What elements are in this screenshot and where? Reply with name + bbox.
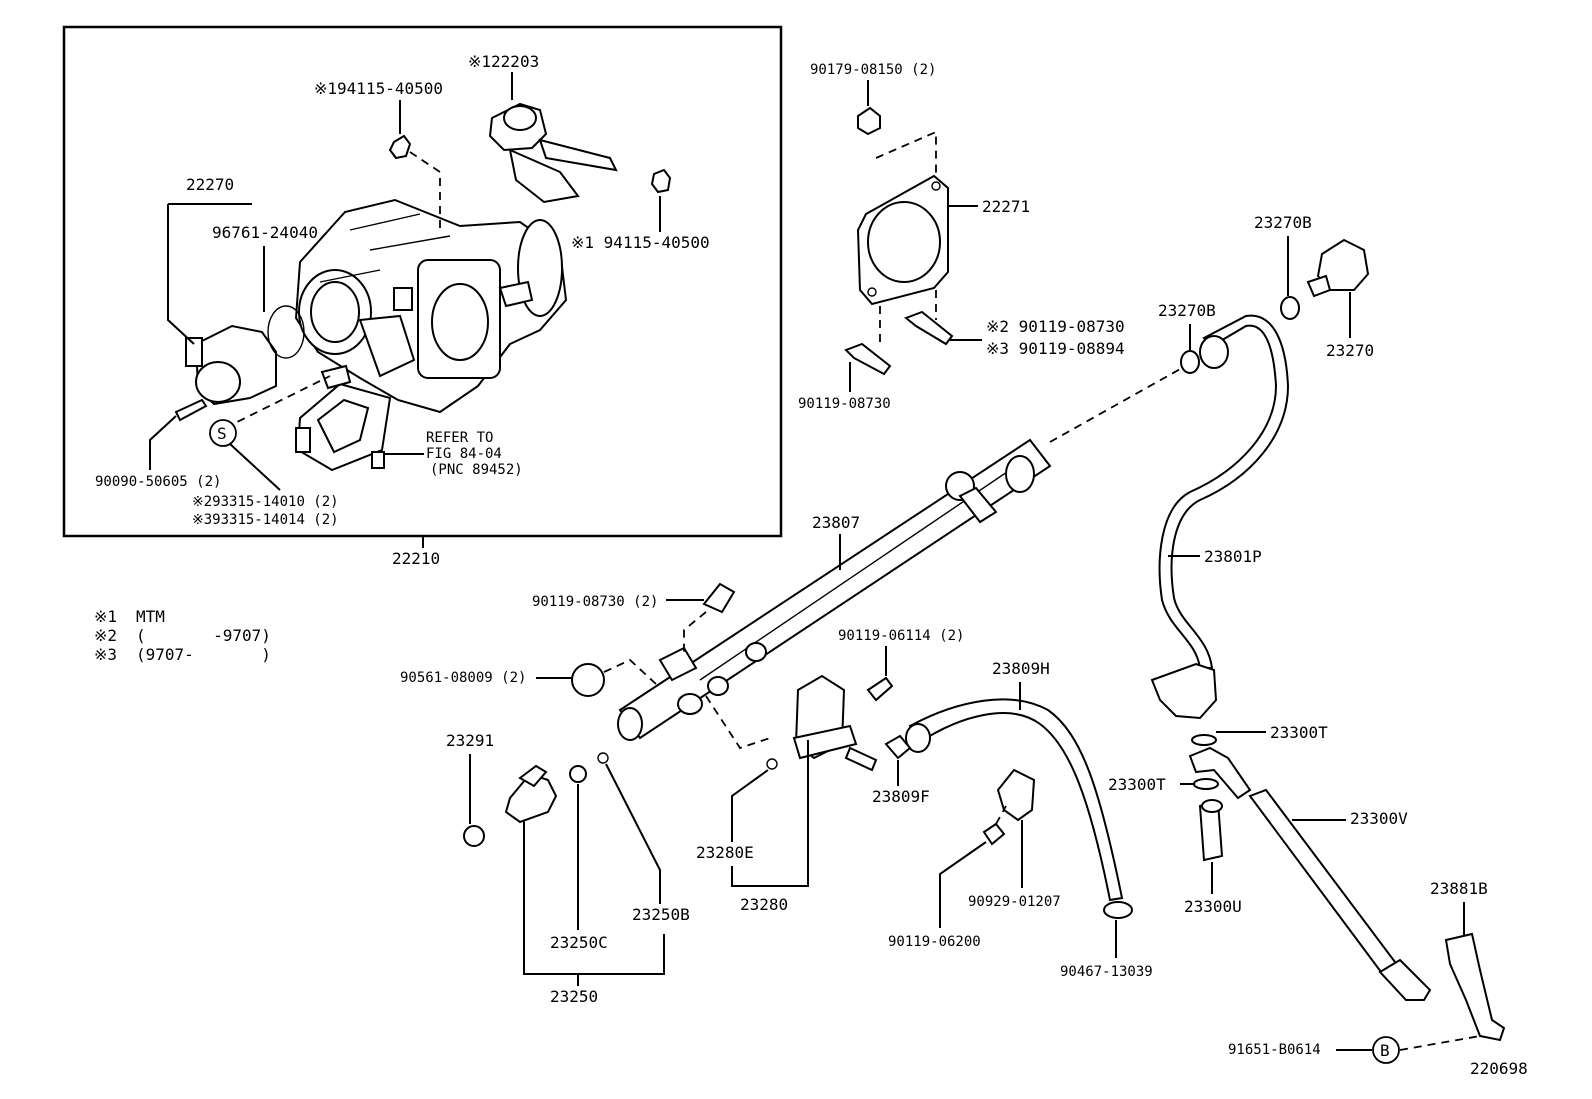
label-23300U: 23300U [1184, 897, 1242, 916]
label-90561: 90561-08009 (2) [400, 670, 526, 686]
label-23280E: 23280E [696, 843, 754, 862]
label-23801P: 23801P [1204, 547, 1262, 566]
collar-90561 [571, 663, 605, 697]
label-23280: 23280 [740, 895, 788, 914]
label-90090: 90090-50605 (2) [95, 474, 221, 490]
nut-94115-right [650, 168, 672, 194]
o-ring-23250B [597, 752, 609, 764]
bolt-90119-06114 [866, 676, 894, 702]
pipe-23801P [1158, 314, 1290, 669]
legend-mark-2: ※2 [94, 626, 117, 645]
label-23270: 23270 [1326, 341, 1374, 360]
refer-line-2: FIG 84-04 [426, 446, 502, 462]
o-ring-23280E [766, 758, 778, 770]
nut-90179 [857, 106, 881, 136]
fitting-23801P [1150, 662, 1218, 720]
label-93315-3: ※393315-14014 (2) [192, 512, 339, 528]
circle-mark-b-text: B [1380, 1041, 1390, 1060]
valve-122203-drawing [488, 102, 618, 204]
bolt-90119-08730-2 [702, 582, 736, 614]
legend-text-1: MTM [136, 607, 165, 626]
circle-mark-s-text: S [217, 424, 227, 443]
label-96761: 96761-24040 [212, 223, 318, 242]
idle-motor-drawing [185, 305, 305, 406]
label-194115-right: ※1 94115-40500 [571, 233, 710, 252]
figure-number: 220698 [1470, 1059, 1528, 1078]
union-23801P [1199, 335, 1229, 369]
label-90179: 90179-08150 (2) [810, 62, 936, 78]
label-91651: 91651-B0614 [1228, 1042, 1321, 1058]
banjo-23300V [1188, 746, 1252, 800]
refer-line-1: REFER TO [426, 430, 493, 446]
legend: ※1 MTM ※2 ( -9707) ※3 (9707- ) [94, 607, 271, 664]
refer-line-3: (PNC 89452) [430, 462, 523, 478]
screw-90090 [174, 398, 208, 422]
nut-94115-top [388, 134, 412, 160]
bracket-23881B [1444, 932, 1506, 1042]
label-22210: 22210 [392, 549, 440, 568]
label-90119-08730-b: 90119-08730 [798, 396, 891, 412]
label-22271: 22271 [982, 197, 1030, 216]
label-23300T-b: 23300T [1108, 775, 1166, 794]
hose-23809H [908, 698, 1124, 902]
label-23809F: 23809F [872, 787, 930, 806]
label-23270B-top: 23270B [1254, 213, 1312, 232]
circle-mark-s [209, 419, 237, 447]
label-23291: 23291 [446, 731, 494, 750]
hose-end-23809H [905, 723, 931, 753]
clip-90467 [1103, 901, 1133, 919]
legend-mark-1: ※1 [94, 607, 117, 626]
label-90929: 90929-01207 [968, 894, 1061, 910]
insulator-23291 [463, 825, 485, 847]
gasket-23300T-b [1193, 778, 1219, 790]
throttle-body-drawing [294, 198, 568, 414]
bolt-90119-08730-b [844, 342, 892, 376]
legend-mark-3: ※3 [94, 645, 117, 664]
label-90119-06200: 90119-06200 [888, 934, 981, 950]
hose-end-23300V [1378, 958, 1432, 1001]
label-23881B: 23881B [1430, 879, 1488, 898]
fuel-rail-drawing [617, 438, 1052, 741]
grommet-23250C [569, 765, 587, 783]
legend-text-3: (9707- ) [136, 645, 271, 664]
label-90119-08894: ※3 90119-08894 [986, 339, 1125, 358]
label-22270: 22270 [186, 175, 234, 194]
label-194115-top: ※194115-40500 [314, 79, 443, 98]
label-23270B-mid: 23270B [1158, 301, 1216, 320]
label-90119-08730-a: ※2 90119-08730 [986, 317, 1125, 336]
label-23300T-a: 23300T [1270, 723, 1328, 742]
label-122203: ※122203 [468, 52, 539, 71]
circle-mark-b [1372, 1036, 1400, 1064]
label-23250C: 23250C [550, 933, 608, 952]
sensor-drawing [295, 364, 392, 472]
label-23300V: 23300V [1350, 809, 1408, 828]
label-93315-2: ※293315-14010 (2) [192, 494, 339, 510]
gasket-23270B-top [1280, 296, 1300, 320]
bolt-90119-06200 [982, 822, 1006, 846]
label-23809H: 23809H [992, 659, 1050, 678]
clamp-90929 [996, 768, 1036, 822]
gasket-23270B-mid [1180, 350, 1200, 374]
label-90119-08730-2: 90119-08730 (2) [532, 594, 658, 610]
pressure-regulator-drawing [792, 674, 878, 772]
label-23250B: 23250B [632, 905, 690, 924]
injector-drawing [504, 764, 558, 824]
label-23807: 23807 [812, 513, 860, 532]
label-23250: 23250 [550, 987, 598, 1006]
clip-23809F [884, 734, 912, 760]
label-90467: 90467-13039 [1060, 964, 1153, 980]
legend-text-2: ( -9707) [136, 626, 271, 645]
gasket-23300T-a [1191, 734, 1217, 746]
gasket-22271-drawing [856, 174, 949, 306]
bolt-90119-08730-a [904, 310, 954, 346]
label-90119-06114: 90119-06114 (2) [838, 628, 964, 644]
